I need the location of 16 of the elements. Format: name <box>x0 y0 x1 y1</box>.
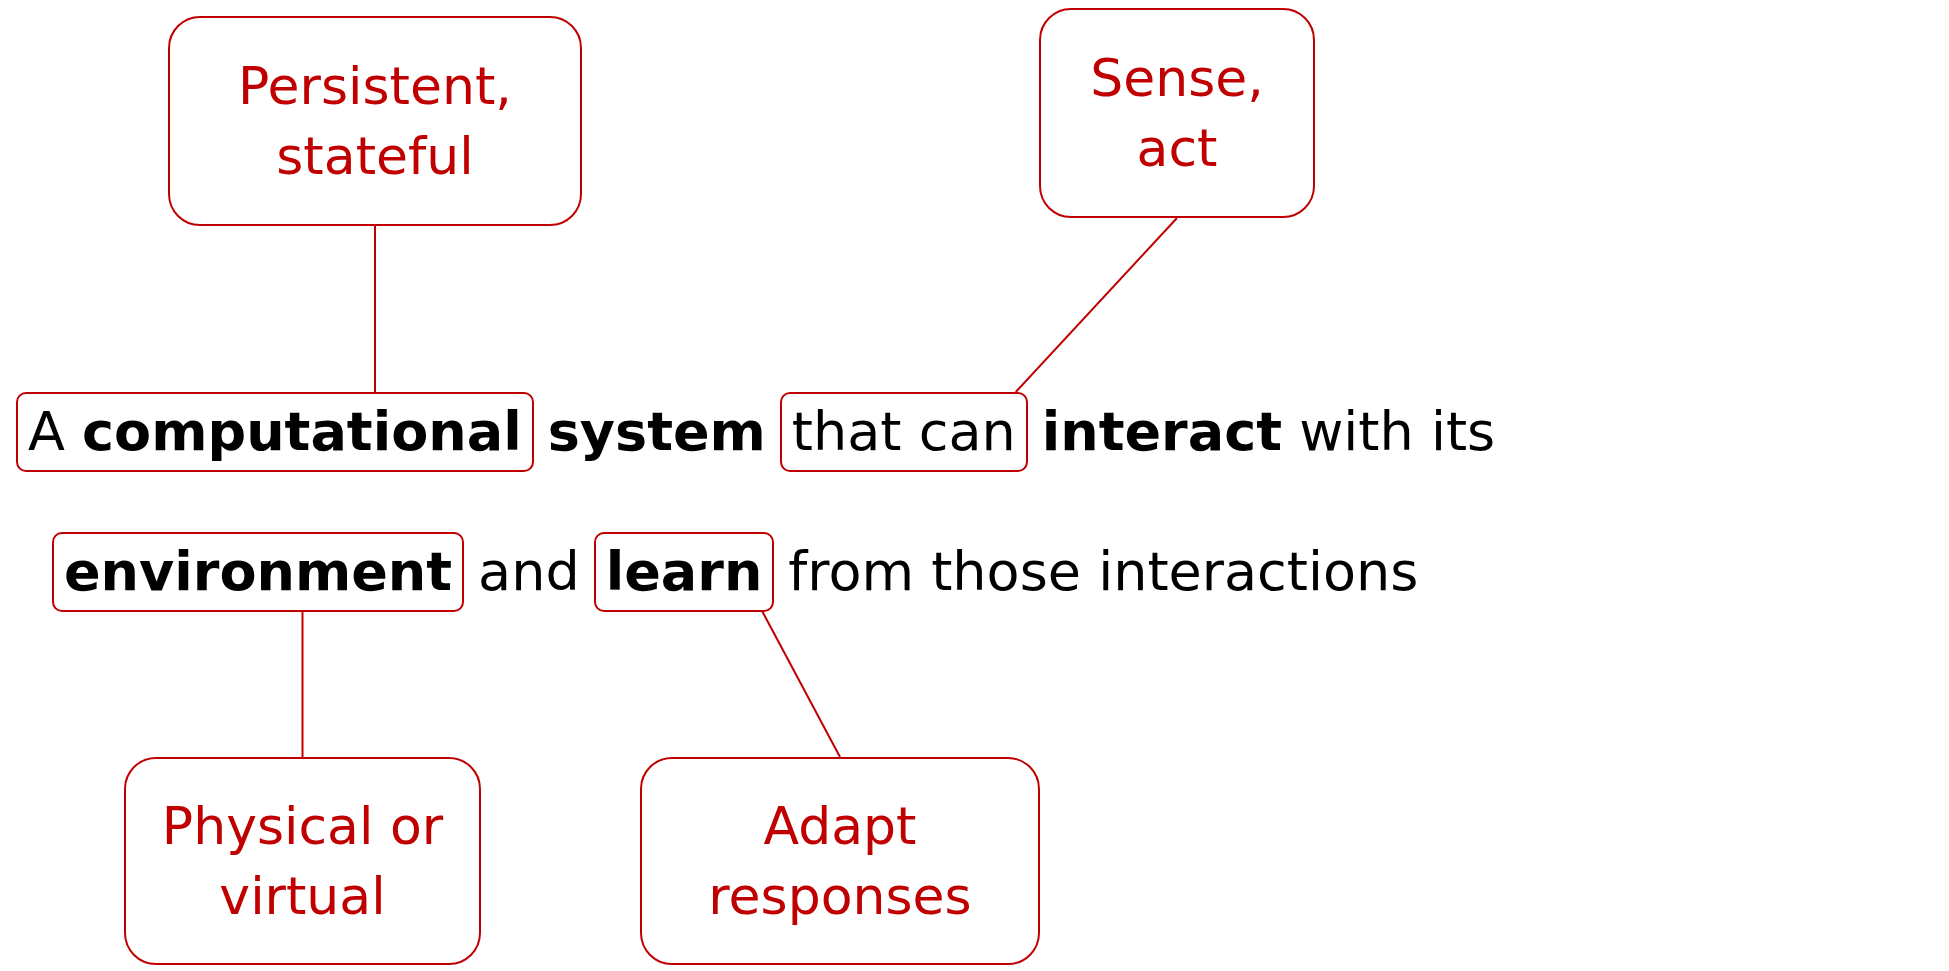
sentence-text: interact with its <box>1041 399 1496 465</box>
callout-box: Sense, act <box>1039 8 1315 218</box>
highlighted-phrase: A computational <box>16 392 534 472</box>
sentence-text: system <box>547 399 766 465</box>
callout-box: Persistent, stateful <box>168 16 582 226</box>
sentence-text: from those interactions <box>788 539 1419 605</box>
callout-box: Physical or virtual <box>124 757 481 965</box>
leader-line <box>761 610 841 758</box>
highlighted-phrase: that can <box>779 392 1028 472</box>
leader-line <box>1014 217 1178 393</box>
callout-box: Adapt responses <box>640 757 1040 965</box>
sentence-text: and <box>478 539 580 605</box>
leader-line <box>301 610 304 758</box>
highlighted-phrase: learn <box>593 532 775 612</box>
highlighted-phrase: environment <box>52 532 465 612</box>
leader-line <box>374 225 376 393</box>
